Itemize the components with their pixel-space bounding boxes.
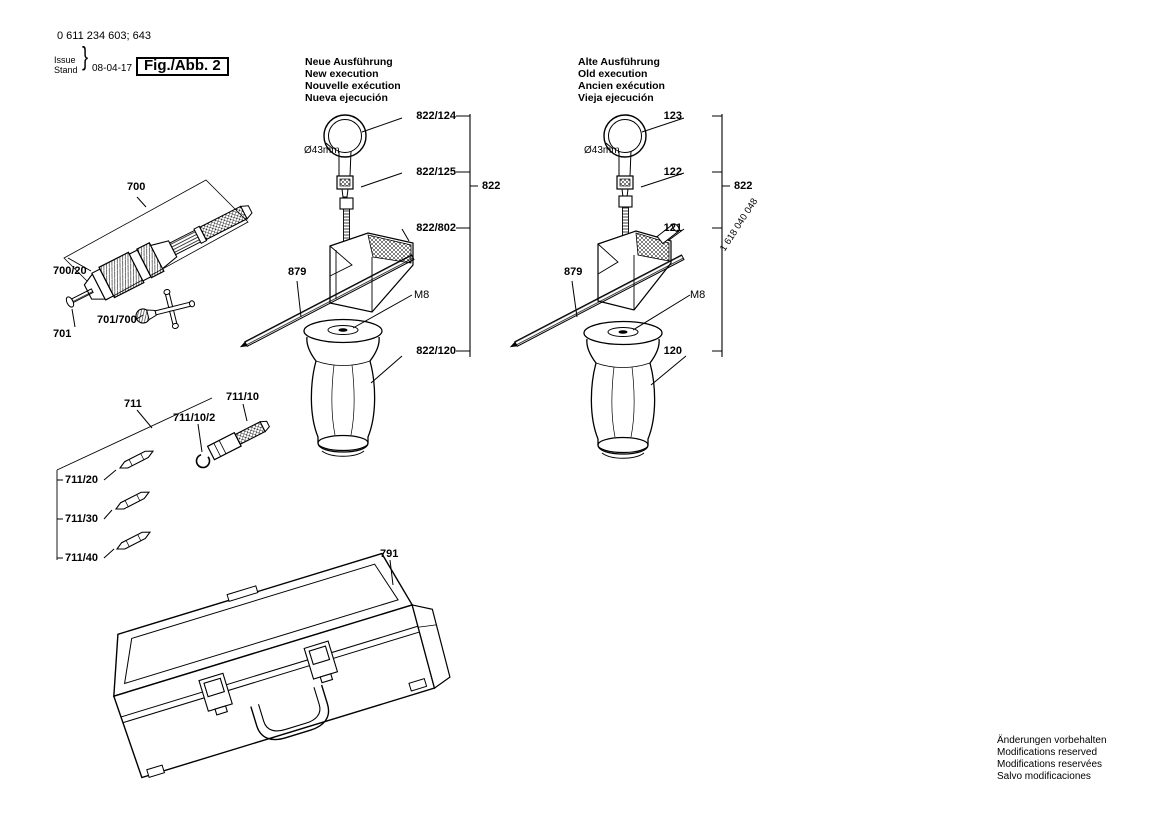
figure-title: Fig./Abb. 2 [136,57,229,76]
footer-line-en: Modifications reserved [997,747,1098,758]
label-bit-holder: 711/10 [226,391,260,403]
old-clamp-screw-drawing [618,195,633,240]
label-old-handle: 120 [663,345,682,357]
label-bit-1: 711/20 [65,474,99,486]
chuck-key-drawing [135,288,196,329]
new-title-de: Neue Ausführung [305,56,393,68]
label-new-clamp: 822/125 [416,166,456,178]
issue-label: Issue [54,55,76,65]
old-assembly-bracket [712,114,730,357]
label-old-rod: 879 [564,266,583,278]
label-bit-3: 711/40 [65,552,99,564]
label-old-assembly: 822 [734,180,753,192]
label-bit-2: 711/30 [65,513,99,525]
label-case: 791 [380,548,399,560]
label-new-assembly: 822 [482,180,501,192]
new-assembly-bracket [456,114,478,357]
leader-lines [67,117,691,586]
label-screw: 701 [53,328,72,340]
bits-frame [56,397,213,560]
new-title-es: Nueva ejecución [305,92,388,104]
bit1-drawing [117,447,156,472]
label-new-handle: 822/120 [416,345,456,357]
footer-line-es: Salvo modificaciones [997,771,1091,782]
new-clamp-screw-drawing [339,197,354,244]
stand-label: Stand [54,65,78,75]
new-title-en: New execution [305,68,379,80]
label-chuck-set: 700/20 [53,265,87,277]
circlip-drawing [195,453,211,469]
chuck-screw-drawing [65,288,94,308]
issue-stand-block: Issue Stand [54,55,78,75]
new-title-fr: Nouvelle exécution [305,80,401,92]
label-new-bracket: 822/802 [416,222,456,234]
label-old-ring: 123 [663,110,682,122]
issue-date: 08-04-17 [92,63,133,74]
bit3-drawing [114,528,153,553]
old-handle-drawing [583,320,663,459]
footer-modifications: Änderungen vorbehalten Modifications res… [997,735,1107,783]
old-title-en: Old execution [578,68,648,80]
label-old-ring-diameter: Ø43mm [584,145,620,156]
label-new-ring: 822/124 [416,110,456,122]
bit-holder-drawing [206,420,270,461]
label-old-clamp: 122 [663,166,682,178]
label-old-bracket: 121 [663,222,682,234]
label-old-thread: M8 [690,289,706,301]
part-number: 0 611 234 603; 643 [57,30,151,42]
issue-stand-brace: } [82,41,89,71]
footer-line-de: Änderungen vorbehalten [997,735,1107,746]
label-new-rod: 879 [288,266,307,278]
old-title-fr: Ancien exécution [578,80,665,92]
old-execution-title: Alte Ausführung Old execution Ancien exé… [578,56,665,104]
old-title-de: Alte Ausführung [578,56,660,68]
new-bracket-drawing [329,232,414,313]
label-new-thread: M8 [414,289,430,301]
label-bits-set: 711 [124,398,142,410]
label-chuck-key: 701/700 [97,314,137,326]
chuck-drawing [83,205,253,301]
label-chuck: 700 [127,181,146,193]
footer-line-fr: Modifications reservées [997,759,1103,770]
bit2-drawing [113,488,152,513]
case-drawing [112,552,451,779]
old-title-es: Vieja ejecución [578,92,654,104]
new-handle-drawing [303,318,383,457]
new-execution-title: Neue Ausführung New execution Nouvelle e… [305,56,401,104]
label-new-ring-diameter: Ø43mm [304,145,340,156]
label-circlip: 711/10/2 [173,412,216,424]
